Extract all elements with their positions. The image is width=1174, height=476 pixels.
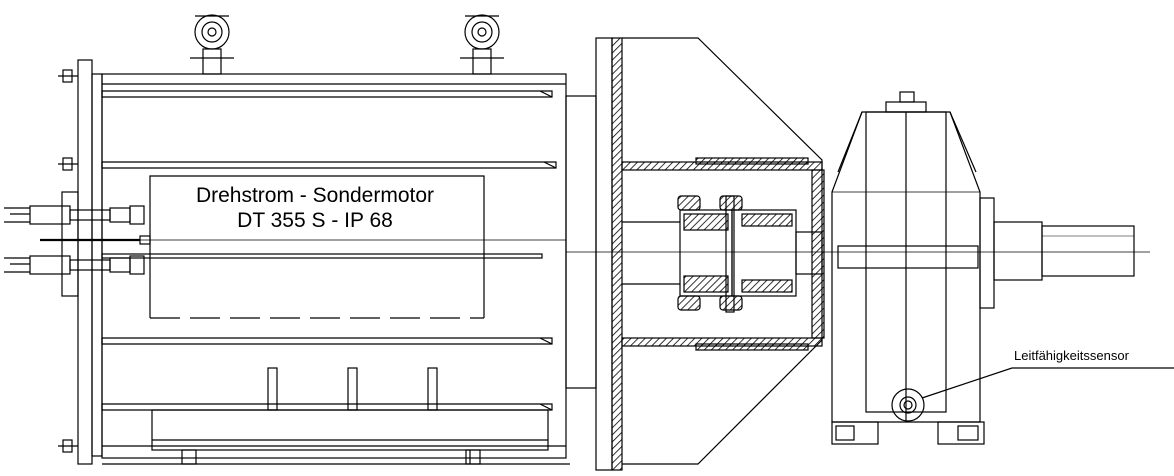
lifting-eye-left xyxy=(190,14,234,75)
lifting-eye-right xyxy=(460,14,504,75)
conductivity-sensor xyxy=(891,388,925,422)
cable-glands xyxy=(4,191,151,297)
sensor-label: Leitfähigkeitssensor xyxy=(1014,348,1129,363)
motor-housing xyxy=(58,59,570,465)
motor-shaft-collar xyxy=(565,95,597,389)
motor-type-label: DT 355 S - IP 68 xyxy=(237,209,393,232)
lantern-housing xyxy=(595,37,825,471)
motor-title-label: Drehstrom - Sondermotor xyxy=(195,184,435,207)
gearbox xyxy=(831,91,1135,445)
sensor-leader-line xyxy=(921,367,1174,399)
